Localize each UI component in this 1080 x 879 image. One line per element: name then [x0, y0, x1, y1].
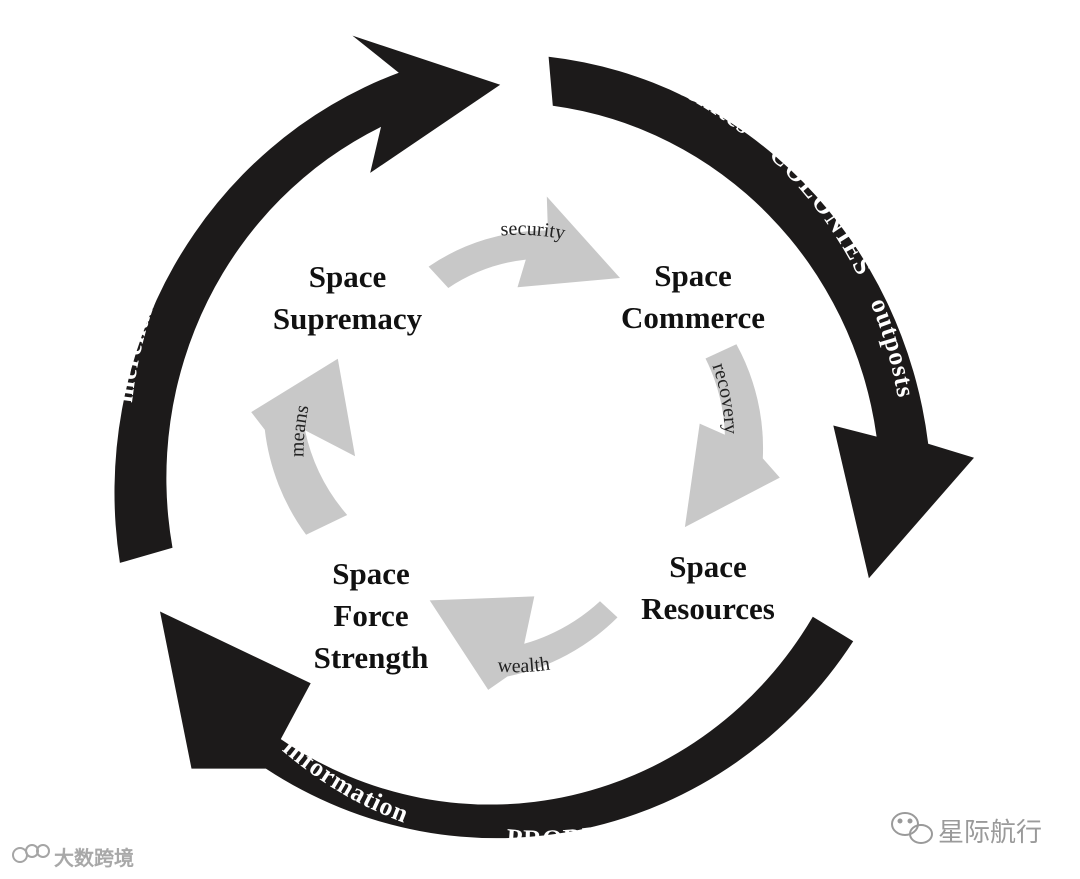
node-space-supremacy: Space Supremacy: [255, 256, 440, 340]
wechat-icon: [891, 812, 933, 844]
node-space-force-strength-line-1: Space: [332, 556, 410, 591]
security-label: security: [500, 218, 567, 244]
inner-arrow-wealth: wealth: [429, 596, 618, 690]
inner-arrow-security: security: [428, 196, 620, 288]
node-space-commerce-line-2: Commerce: [620, 300, 765, 335]
inner-arrow-recovery: recovery: [684, 344, 780, 528]
watermark-right-text: 星际航行: [938, 818, 1043, 848]
inner-arrow-means: means: [251, 358, 356, 535]
means-arrow-shape: [251, 358, 356, 535]
colonies-arrow-shape: [548, 56, 974, 579]
security-arrow-shape: [428, 196, 620, 288]
watermark-left-logo: [12, 844, 50, 863]
node-space-force-strength-line-3: Strength: [313, 640, 429, 675]
node-space-force-strength: Space Force Strength: [296, 553, 446, 679]
recovery-arrow-shape: [684, 344, 780, 528]
node-space-supremacy-line-1: Space: [308, 259, 387, 294]
shipping-arrow-shape: [114, 35, 501, 563]
node-space-resources-line-2: Resources: [641, 591, 775, 626]
watermark-left-text: 大数跨境: [54, 846, 134, 870]
node-space-commerce: Space Commerce: [603, 255, 783, 339]
wealth-label: wealth: [497, 653, 551, 678]
node-space-resources: Space Resources: [623, 546, 793, 630]
wealth-arrow-shape: [429, 596, 618, 690]
node-space-force-strength-line-2: Force: [333, 598, 409, 633]
node-space-resources-line-1: Space: [669, 549, 747, 584]
node-space-supremacy-line-2: Supremacy: [272, 301, 423, 336]
production-arrow-shape: [160, 611, 854, 839]
node-space-commerce-line-1: Space: [654, 258, 732, 293]
